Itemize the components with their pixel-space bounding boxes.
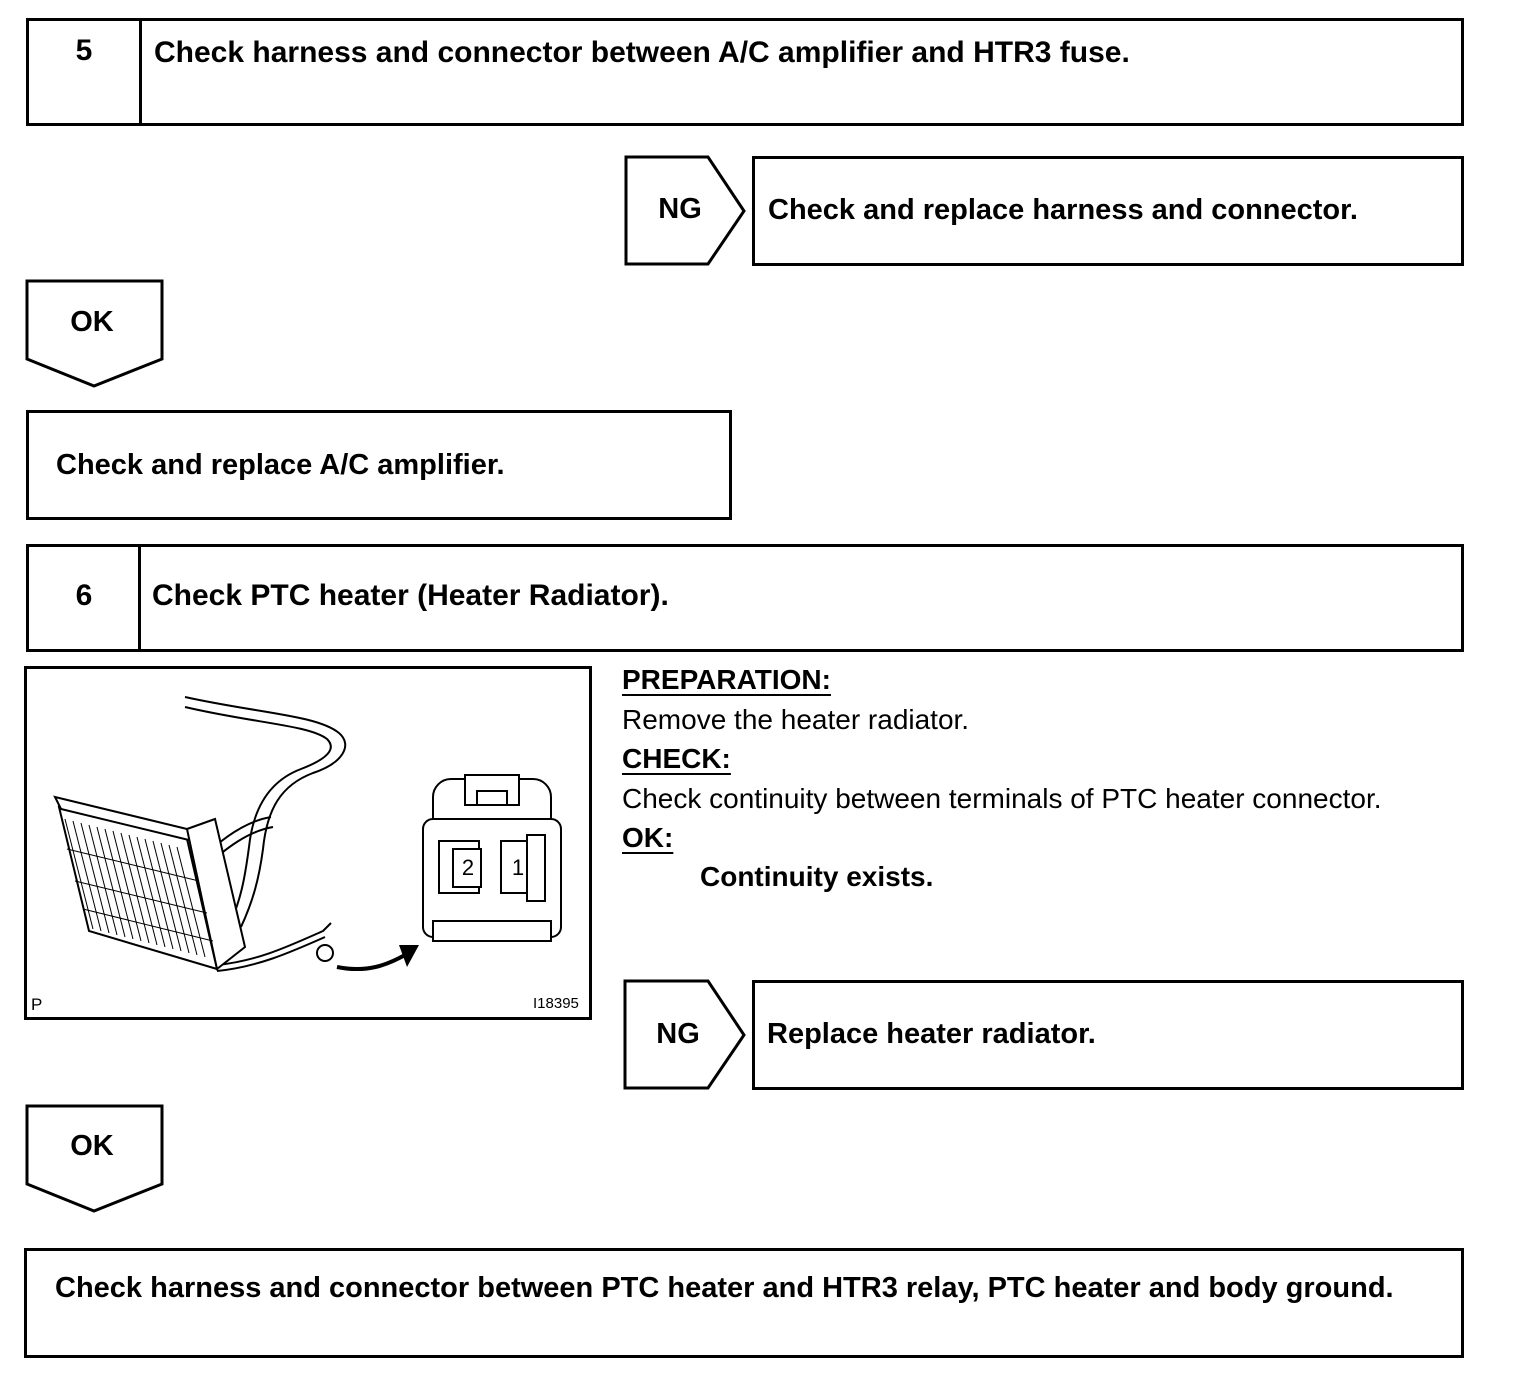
- step-5-ok-label: OK: [70, 306, 114, 338]
- step-6-ok-label: OK: [70, 1130, 114, 1162]
- step-6-ok-action-box: [24, 1248, 1464, 1358]
- step-6-ng-label: NG: [656, 1018, 700, 1050]
- terminal-2-label: 2: [461, 855, 475, 880]
- step-6-ng-action-box: [752, 980, 1464, 1090]
- figure-frame: 2 1 P I18395: [24, 666, 592, 1020]
- step-6-ok-arrow: [25, 1104, 164, 1213]
- step-6-divider: [138, 544, 141, 652]
- step-5-title: Check harness and connector between A/C …: [154, 36, 1130, 69]
- step-5-ok-arrow: [25, 279, 164, 388]
- ok-heading: OK:: [622, 822, 674, 853]
- figure-id: I18395: [533, 995, 579, 1012]
- preparation-text: Remove the heater radiator.: [622, 704, 970, 735]
- step-5-ng-action: Check and replace harness and connector.: [768, 194, 1358, 226]
- check-heading: CHECK:: [622, 743, 731, 774]
- step-5-ng-arrow: [624, 155, 746, 266]
- step-5-divider: [139, 18, 142, 126]
- step-5-ok-action: Check and replace A/C amplifier.: [56, 449, 505, 481]
- step-5-number: 5: [75, 34, 93, 67]
- check-text: Check continuity between terminals of PT…: [622, 783, 1382, 814]
- step-5-header: [26, 18, 1464, 126]
- preparation-heading: PREPARATION:: [622, 664, 831, 695]
- step-6-header: [26, 544, 1464, 652]
- ok-text: Continuity exists.: [700, 861, 934, 892]
- terminal-1-label: 1: [511, 855, 525, 880]
- heater-radiator-illustration: [53, 696, 562, 972]
- step-5-ok-action-box: [26, 410, 732, 520]
- step-6-ok-action: Check harness and connector between PTC …: [55, 1272, 1394, 1304]
- step-5-ng-action-box: [752, 156, 1464, 266]
- step-6-ng-action: Replace heater radiator.: [767, 1018, 1096, 1050]
- figure-corner-label: P: [31, 995, 43, 1014]
- step-5-ng-label: NG: [658, 193, 702, 225]
- step-6-ng-arrow: [623, 979, 746, 1090]
- step-6-title: Check PTC heater (Heater Radiator).: [152, 579, 669, 612]
- step-6-number: 6: [75, 579, 93, 612]
